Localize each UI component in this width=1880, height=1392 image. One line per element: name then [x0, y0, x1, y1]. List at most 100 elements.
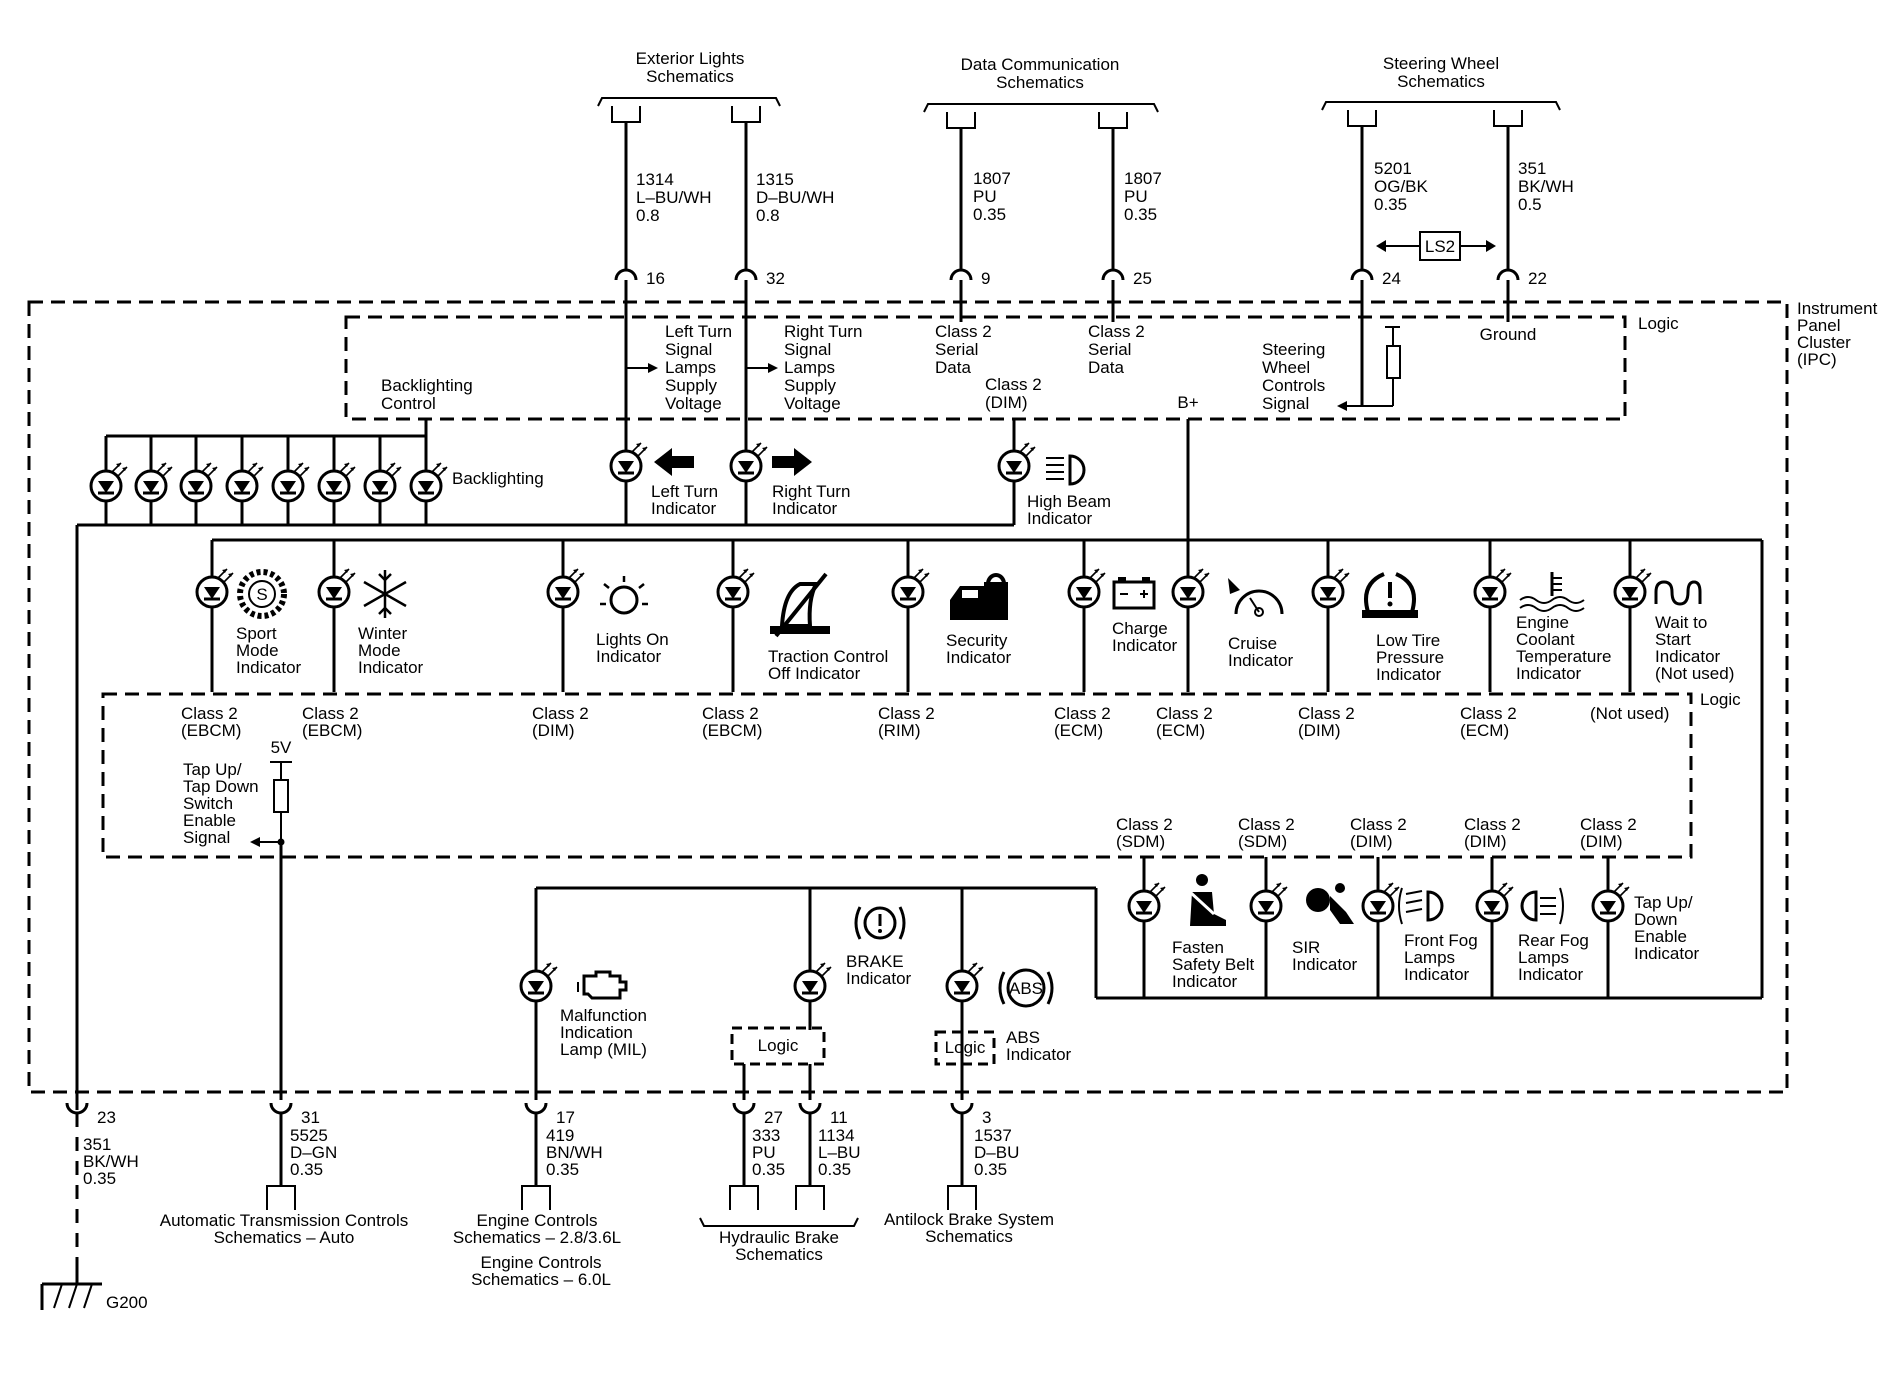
steering-ref-l2[interactable]: Schematics: [1397, 72, 1485, 91]
svg-text:Lamps: Lamps: [784, 358, 835, 377]
g200-label: G200: [106, 1293, 148, 1312]
svg-text:(EBCM): (EBCM): [702, 721, 762, 740]
svg-text:BN/WH: BN/WH: [546, 1143, 603, 1162]
right-turn-label: Right Turn Indicator: [772, 482, 850, 518]
sport-mode-label: Sport Mode Indicator: [236, 624, 302, 677]
svg-text:Indicator: Indicator: [358, 658, 424, 677]
svg-text:(SDM): (SDM): [1238, 832, 1287, 851]
cruise-speedometer-icon: [1228, 578, 1284, 617]
svg-text:Indicator: Indicator: [1404, 965, 1470, 984]
sir-label: SIR Indicator: [1292, 938, 1358, 974]
wait-to-start-label: Wait to Start Indicator (Not used): [1655, 613, 1734, 683]
svg-text:Sport: Sport: [236, 624, 277, 643]
svg-text:5525: 5525: [290, 1126, 328, 1145]
sport-mode-icon: S: [237, 569, 287, 619]
cruise-indicator: [1171, 567, 1284, 617]
row2-bus: [210, 538, 1764, 998]
hydraulic-brake-ref[interactable]: Hydraulic Brake Schematics: [719, 1228, 839, 1264]
wire-label-32: 1315 D–BU/WH 0.8: [756, 170, 834, 225]
upper-logic-wires: [624, 280, 1510, 448]
right-turn-indicator: [729, 441, 812, 525]
lower-bus: [534, 857, 1762, 1100]
svg-text:Class 2: Class 2: [532, 704, 589, 723]
svg-text:(ECM): (ECM): [1460, 721, 1509, 740]
svg-text:Engine Controls: Engine Controls: [477, 1211, 598, 1230]
data-comm-ref-l1[interactable]: Data Communication: [961, 55, 1120, 74]
svg-text:Right Turn: Right Turn: [772, 482, 850, 501]
svg-text:PU: PU: [1124, 187, 1148, 206]
svg-text:419: 419: [546, 1126, 574, 1145]
abs-indicator: [945, 961, 1054, 1008]
charge-label: Charge Indicator: [1112, 619, 1178, 655]
wire-label-24: 5201 OG/BK 0.35: [1374, 159, 1429, 214]
brake-label: BRAKE Indicator: [846, 952, 912, 988]
svg-text:0.8: 0.8: [756, 206, 780, 225]
svg-text:(DIM): (DIM): [1350, 832, 1392, 851]
svg-text:OG/BK: OG/BK: [1374, 177, 1429, 196]
svg-text:0.35: 0.35: [974, 1160, 1007, 1179]
steering-ref-l1[interactable]: Steering Wheel: [1383, 54, 1499, 73]
svg-text:Mode: Mode: [236, 641, 279, 660]
brake-indicator: [793, 906, 906, 1003]
svg-text:(RIM): (RIM): [878, 721, 920, 740]
sir-indicator: [1249, 881, 1354, 924]
svg-text:351: 351: [83, 1135, 111, 1154]
svg-text:Class 2: Class 2: [1298, 704, 1355, 723]
svg-text:BRAKE: BRAKE: [846, 952, 904, 971]
svg-text:Security: Security: [946, 631, 1008, 650]
low-tire-label: Low Tire Pressure Indicator: [1376, 631, 1444, 684]
svg-text:SIR: SIR: [1292, 938, 1320, 957]
abs-icon-text: ABS: [1009, 979, 1043, 998]
svg-text:Schematics – 6.0L: Schematics – 6.0L: [471, 1270, 611, 1289]
svg-text:Class 2: Class 2: [1464, 815, 1521, 834]
exterior-lights-ref-l1[interactable]: Exterior Lights: [636, 49, 745, 68]
svg-text:(IPC): (IPC): [1797, 350, 1837, 369]
upper-logic-label: Logic: [1638, 314, 1679, 333]
data-comm-ref-l2[interactable]: Schematics: [996, 73, 1084, 92]
wire-label-9: 1807 PU 0.35: [973, 169, 1011, 224]
engine-ref-2[interactable]: Engine Controls Schematics – 6.0L: [471, 1253, 611, 1289]
svg-text:Class 2: Class 2: [1116, 815, 1173, 834]
svg-text:0.35: 0.35: [1374, 195, 1407, 214]
svg-text:Automatic Transmission Control: Automatic Transmission Controls: [160, 1211, 408, 1230]
svg-text:Traction Control: Traction Control: [768, 647, 888, 666]
svg-text:Safety Belt: Safety Belt: [1172, 955, 1254, 974]
trans-ref[interactable]: Automatic Transmission Controls Schemati…: [160, 1211, 408, 1247]
high-beam-indicator: [997, 441, 1086, 486]
tap-up-down-indicator: [1591, 881, 1631, 923]
ls2-box: [1376, 231, 1496, 261]
svg-text:0.8: 0.8: [636, 206, 660, 225]
left-turn-label: Left Turn Indicator: [651, 482, 718, 518]
charge-indicator: [1067, 567, 1156, 610]
svg-text:Indicator: Indicator: [1172, 972, 1238, 991]
engine-ref-1[interactable]: Engine Controls Schematics – 2.8/3.6L: [453, 1211, 621, 1247]
svg-text:ABS: ABS: [1006, 1028, 1040, 1047]
svg-text:Supply: Supply: [784, 376, 836, 395]
abs-ref[interactable]: Antilock Brake System Schematics: [884, 1210, 1054, 1246]
svg-text:0.35: 0.35: [546, 1160, 579, 1179]
security-label: Security Indicator: [946, 631, 1012, 667]
coolant-temp-indicator: [1473, 567, 1585, 612]
winter-mode-indicator: [317, 567, 407, 618]
svg-text:Indicator: Indicator: [1292, 955, 1358, 974]
svg-text:Indicator: Indicator: [1112, 636, 1178, 655]
security-indicator: [891, 567, 1008, 620]
wire-label-25: 1807 PU 0.35: [1124, 169, 1162, 224]
rear-fog-indicator: [1475, 881, 1564, 925]
coolant-temp-label: Engine Coolant Temperature Indicator: [1516, 613, 1611, 683]
svg-text:PU: PU: [752, 1143, 776, 1162]
svg-text:Voltage: Voltage: [665, 394, 722, 413]
tap-switch-label: Tap Up/ Tap Down Switch Enable Signal: [183, 760, 259, 847]
exterior-lights-ref-l2[interactable]: Schematics: [646, 67, 734, 86]
svg-text:L–BU: L–BU: [818, 1143, 861, 1162]
svg-text:Indicator: Indicator: [651, 499, 717, 518]
svg-text:0.35: 0.35: [752, 1160, 785, 1179]
right-turn-supply-label: Right Turn Signal Lamps Supply Voltage: [784, 322, 862, 413]
svg-text:Fasten: Fasten: [1172, 938, 1224, 957]
ls2-label: LS2: [1425, 237, 1455, 256]
svg-text:Left Turn: Left Turn: [665, 322, 732, 341]
brake-logic-box: [730, 1026, 826, 1100]
security-car-icon: [950, 573, 1008, 620]
svg-text:(ECM): (ECM): [1156, 721, 1205, 740]
airbag-icon: [1306, 883, 1354, 924]
